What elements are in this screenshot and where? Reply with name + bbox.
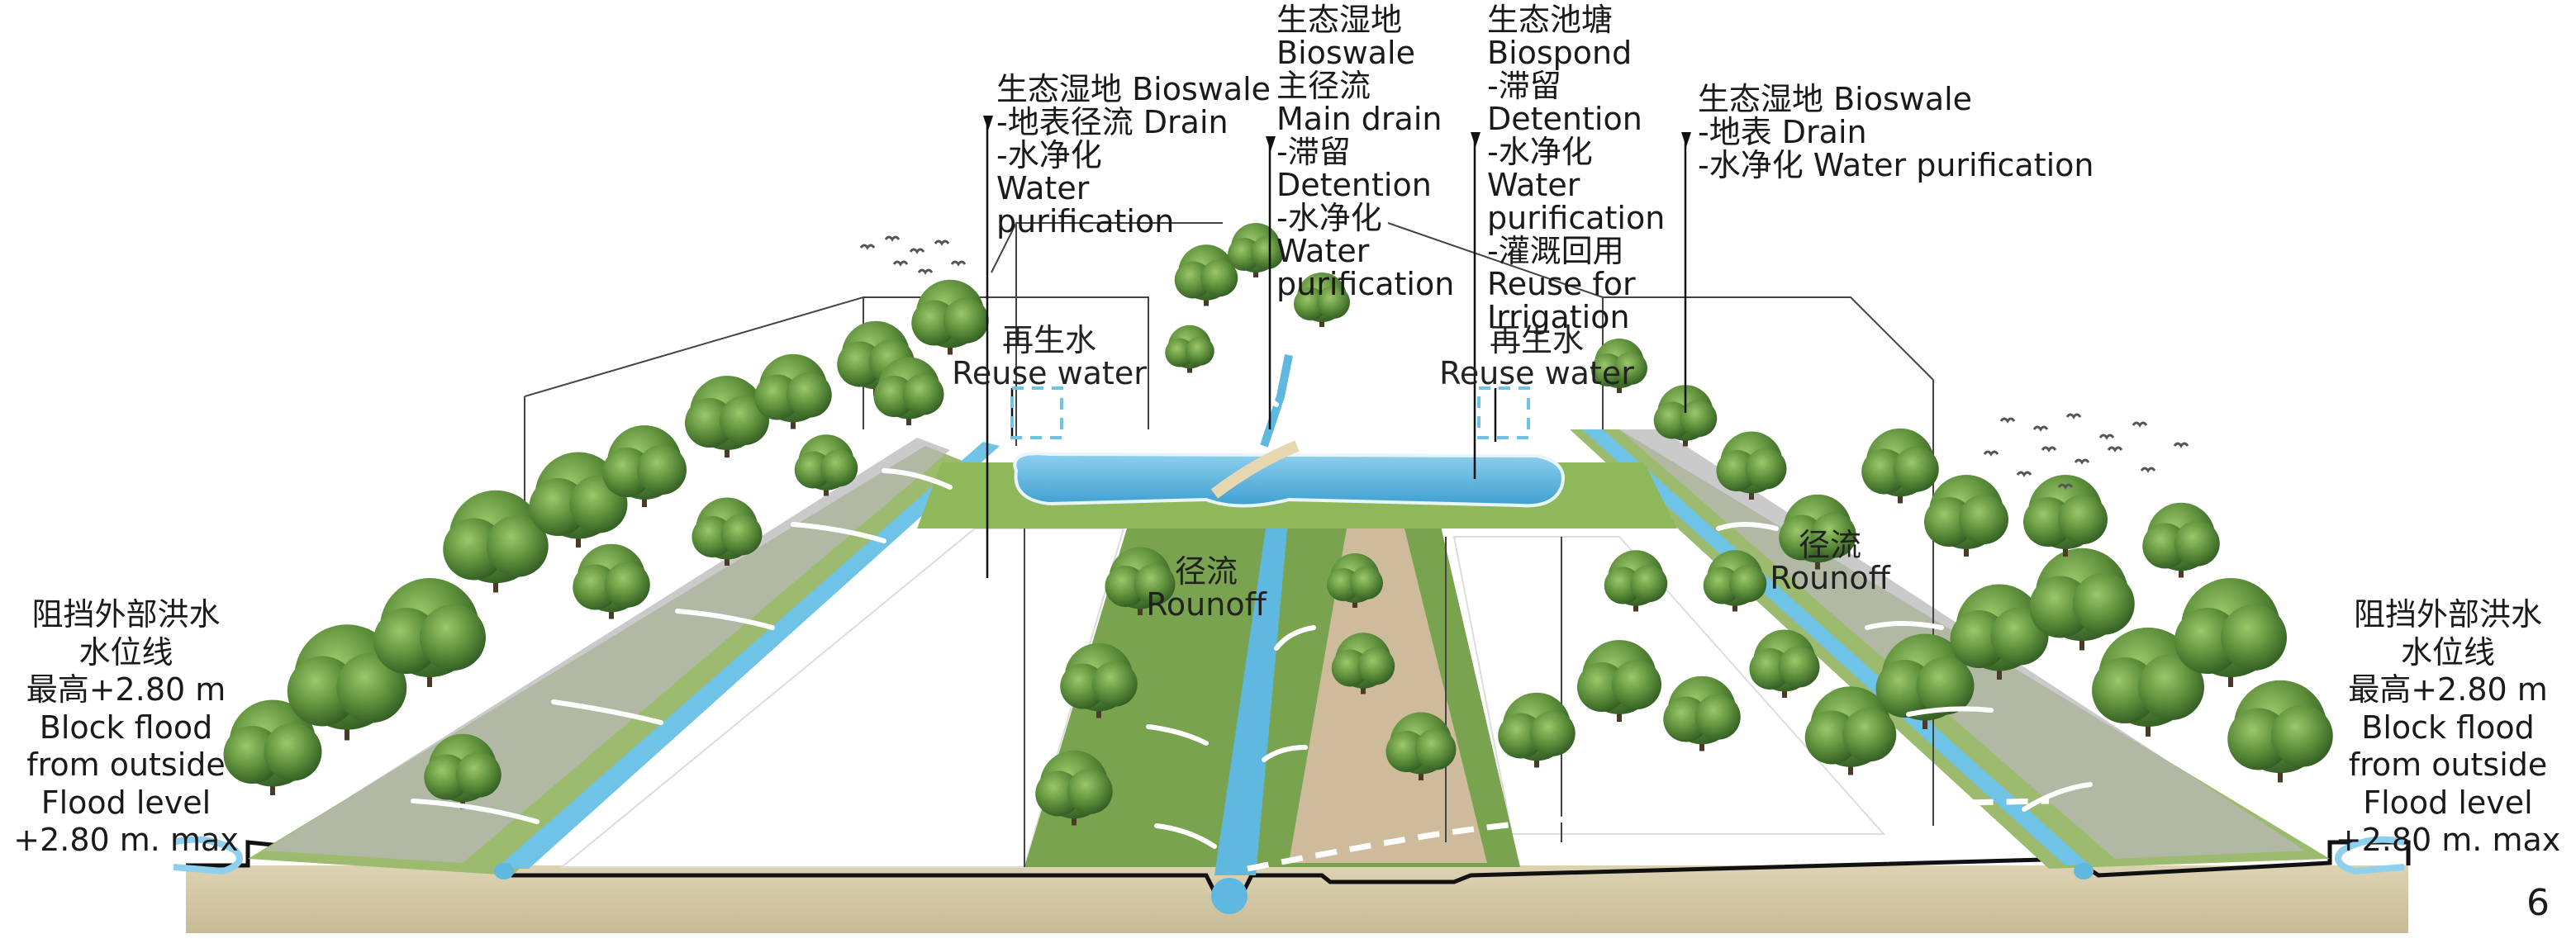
pond-area (917, 354, 1677, 529)
tree (1924, 475, 2008, 557)
tree (1228, 223, 1284, 277)
tree (692, 497, 763, 566)
tree (1804, 686, 1897, 775)
bird (892, 260, 909, 267)
label-biospond: 生态池塘 Biospond -滞留 Detention -水净化 Water p… (1487, 2, 1666, 335)
runoff-arrows (411, 341, 2093, 849)
bird (1983, 450, 1999, 457)
tree (1294, 273, 1350, 327)
tree (1875, 633, 1975, 729)
callout-markers (983, 116, 1691, 151)
bird (2016, 471, 2032, 477)
tree (287, 624, 407, 741)
bird (2173, 442, 2189, 448)
tree (1498, 692, 1576, 768)
tree (1327, 553, 1383, 608)
bird (2107, 446, 2123, 453)
tree (1779, 494, 1856, 570)
reuse-water-boxes (1010, 386, 1530, 439)
label-runoff-center: 径流 Rounoff (1146, 553, 1267, 623)
tree (443, 490, 549, 593)
tree (602, 425, 687, 507)
tree (2142, 502, 2220, 578)
birds (859, 235, 2189, 490)
tree (1663, 675, 1741, 751)
bird (2057, 483, 2074, 490)
label-bioswale-main-drain: 生态湿地 Bioswale 主径流 Main drain -滞留 Detenti… (1276, 2, 1455, 302)
label-runoff-right: 径流 Rounoff (1770, 527, 1890, 596)
flood-water-markers (173, 836, 2405, 875)
tree (1035, 750, 1113, 826)
bird (2098, 434, 2115, 440)
bird (1999, 417, 2016, 424)
biospond-water (1013, 452, 1565, 508)
tree (1703, 550, 1767, 612)
bird (909, 248, 925, 254)
tree (1165, 325, 1214, 373)
tree (1591, 339, 1647, 393)
tree-canopy (223, 223, 2333, 826)
tree (223, 699, 322, 795)
label-reuse-water-right: 再生水 Reuse water (1439, 322, 1634, 391)
tree (373, 578, 486, 687)
callout-leaders (986, 116, 1687, 578)
tree (911, 279, 989, 355)
bird (2032, 425, 2049, 432)
tree (1604, 550, 1668, 612)
tree (1060, 642, 1138, 718)
bird (2041, 446, 2057, 453)
label-bioswale-right: 生态湿地 Bioswale -地表 Drain -水净化 Water purif… (1698, 81, 2094, 183)
bird (934, 239, 950, 246)
bird (859, 244, 876, 250)
tree (1174, 244, 1238, 306)
flood-level-dashed-line (1247, 798, 2050, 872)
tree (1385, 712, 1457, 780)
bird (950, 260, 967, 267)
tree (1577, 640, 1661, 722)
tree (2092, 628, 2204, 737)
bird (2132, 421, 2148, 428)
bird (884, 235, 901, 242)
label-bioswale-drain: 生态湿地 Bioswale -地表径流 Drain -水净化 Water pur… (996, 71, 1271, 239)
tree (2029, 547, 2135, 651)
drain-outlets (494, 863, 2094, 914)
tree (424, 733, 501, 809)
bird (2074, 458, 2090, 465)
bird (917, 268, 934, 275)
tree (1861, 428, 1939, 504)
building-wireframes (524, 222, 1934, 867)
tree (685, 376, 769, 457)
tree (794, 434, 858, 496)
tree (2174, 578, 2287, 687)
tree (2227, 680, 2333, 783)
tree (873, 357, 944, 425)
label-flood-right: 阻挡外部洪水 水位线 最高+2.80 m Block flood from ou… (2335, 596, 2561, 858)
tree (2023, 475, 2108, 557)
label-flood-left: 阻挡外部洪水 水位线 最高+2.80 m Block flood from ou… (13, 596, 239, 858)
bird (2140, 467, 2156, 473)
tree (1716, 431, 1787, 500)
bird (2065, 413, 2082, 419)
tree (573, 543, 650, 619)
tree (1331, 633, 1395, 694)
tree (754, 353, 832, 429)
tree (1749, 629, 1820, 698)
label-reuse-water-left: 再生水 Reuse water (952, 322, 1147, 391)
tree (1105, 547, 1176, 615)
page-number: 6 (2526, 882, 2550, 924)
